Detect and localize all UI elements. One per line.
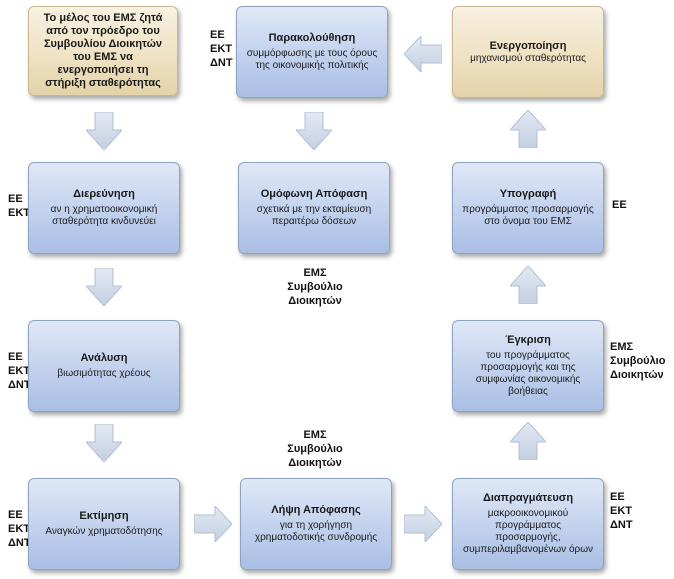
unanimous-actors: ΕΜΣ Συμβούλιο Διοικητών <box>270 266 360 308</box>
monitoring-title: Παρακολούθηση <box>268 32 356 44</box>
actor-label: ΕΕ <box>610 491 625 503</box>
monitoring-box: Παρακολούθηση συμμόρφωσης με τους όρους … <box>236 6 388 98</box>
signature-title: Υπογραφή <box>499 188 557 200</box>
analysis-title: Ανάλυση <box>80 352 128 364</box>
negotiation-sub: μακροοικονομικού προγράμματος προσαρμογή… <box>462 508 594 555</box>
activation-title: Ενεργοποίηση <box>489 39 567 52</box>
approval-box: Έγκριση του προγράμματος προσαρμογής και… <box>452 320 604 412</box>
actor-label: ΕΚΤ <box>8 523 30 535</box>
actor-label: Διοικητών <box>288 457 342 469</box>
actor-label: ΔΝΤ <box>8 379 31 391</box>
signature-sub: προγράμματος προσαρμογής στο όνομα του Ε… <box>462 204 594 227</box>
actor-label: ΔΝΤ <box>210 57 233 69</box>
actor-label: ΕΕ <box>612 199 627 211</box>
up-arrow-icon <box>510 110 546 148</box>
down-arrow-icon <box>86 268 122 306</box>
approval-actors: ΕΜΣ Συμβούλιο Διοικητών <box>610 340 665 382</box>
activation-sub: μηχανισμού σταθερότητας <box>470 52 586 64</box>
approval-title: Έγκριση <box>505 334 551 346</box>
decision-title: Λήψη Απόφασης <box>271 504 361 516</box>
monitoring-actors: ΕΕ ΕΚΤ ΔΝΤ <box>210 28 233 70</box>
analysis-box: Ανάλυση βιωσιμότητας χρέους <box>28 320 180 412</box>
actor-label: Συμβούλιο <box>287 281 343 293</box>
assessment-box: Εκτίμηση Αναγκών χρηματοδότησης <box>28 478 180 570</box>
actor-label: ΕΕ <box>210 29 225 41</box>
member-request-title: Το μέλος του ΕΜΣ ζητά από τον πρόεδρο το… <box>43 12 163 89</box>
negotiation-title: Διαπραγμάτευση <box>482 492 574 504</box>
actor-label: Συμβούλιο <box>287 443 343 455</box>
down-arrow-icon <box>86 112 122 150</box>
activation-box: Ενεργοποίηση μηχανισμού σταθερότητας <box>452 6 604 98</box>
member-request-box: Το μέλος του ΕΜΣ ζητά από τον πρόεδρο το… <box>28 6 178 96</box>
actor-label: ΕΚΤ <box>610 505 632 517</box>
decision-box: Λήψη Απόφασης για τη χορήγηση χρηματοδοτ… <box>240 478 392 570</box>
actor-label: ΕΜΣ <box>610 341 634 353</box>
actor-label: ΔΝΤ <box>610 519 633 531</box>
actor-label: ΕΕ <box>8 509 23 521</box>
signature-actors: ΕΕ <box>612 198 627 212</box>
analysis-actors: ΕΕ ΕΚΤ ΔΝΤ <box>8 350 31 392</box>
actor-label: ΕΚΤ <box>8 207 30 219</box>
up-arrow-icon <box>510 266 546 304</box>
signature-box: Υπογραφή προγράμματος προσαρμογής στο όν… <box>452 162 604 254</box>
investigation-actors: ΕΕ ΕΚΤ <box>8 192 30 220</box>
unanimous-box: Ομόφωνη Απόφαση σχετικά με την εκταμίευσ… <box>238 162 390 254</box>
monitoring-sub: συμμόρφωσης με τους όρους της οικονομική… <box>246 48 378 71</box>
assessment-actors: ΕΕ ΕΚΤ ΔΝΤ <box>8 508 31 550</box>
analysis-sub: βιωσιμότητας χρέους <box>57 368 151 379</box>
assessment-sub: Αναγκών χρηματοδότησης <box>45 526 163 537</box>
actor-label: ΕΜΣ <box>303 429 327 441</box>
actor-label: ΕΚΤ <box>210 43 232 55</box>
negotiation-actors: ΕΕ ΕΚΤ ΔΝΤ <box>610 490 633 532</box>
down-arrow-icon <box>296 112 332 150</box>
negotiation-box: Διαπραγμάτευση μακροοικονομικού προγράμμ… <box>452 478 604 570</box>
up-arrow-icon <box>510 422 546 460</box>
decision-actors: ΕΜΣ Συμβούλιο Διοικητών <box>270 428 360 470</box>
actor-label: Συμβούλιο <box>610 355 666 367</box>
actor-label: ΔΝΤ <box>8 537 31 549</box>
actor-label: ΕΕ <box>8 351 23 363</box>
actor-label: ΕΚΤ <box>8 365 30 377</box>
actor-label: ΕΜΣ <box>303 267 327 279</box>
decision-sub: για τη χορήγηση χρηματοδοτικής συνδρομής <box>254 520 378 543</box>
right-arrow-icon <box>194 506 232 542</box>
unanimous-title: Ομόφωνη Απόφαση <box>260 188 368 200</box>
investigation-box: Διερεύνηση αν η χρηματοοικονομική σταθερ… <box>28 162 180 254</box>
actor-label: Διοικητών <box>610 369 664 381</box>
assessment-title: Εκτίμηση <box>79 510 129 522</box>
actor-label: Διοικητών <box>288 295 342 307</box>
right-arrow-icon <box>404 506 442 542</box>
left-arrow-icon <box>404 36 442 72</box>
investigation-sub: αν η χρηματοοικονομική σταθερότητα κινδυ… <box>50 204 158 227</box>
actor-label: ΕΕ <box>8 193 23 205</box>
approval-sub: του προγράμματος προσαρμογής και της συμ… <box>475 350 581 397</box>
down-arrow-icon <box>86 424 122 462</box>
unanimous-sub: σχετικά με την εκταμίευση περαιτέρω δόσε… <box>256 204 372 227</box>
investigation-title: Διερεύνηση <box>73 188 135 200</box>
